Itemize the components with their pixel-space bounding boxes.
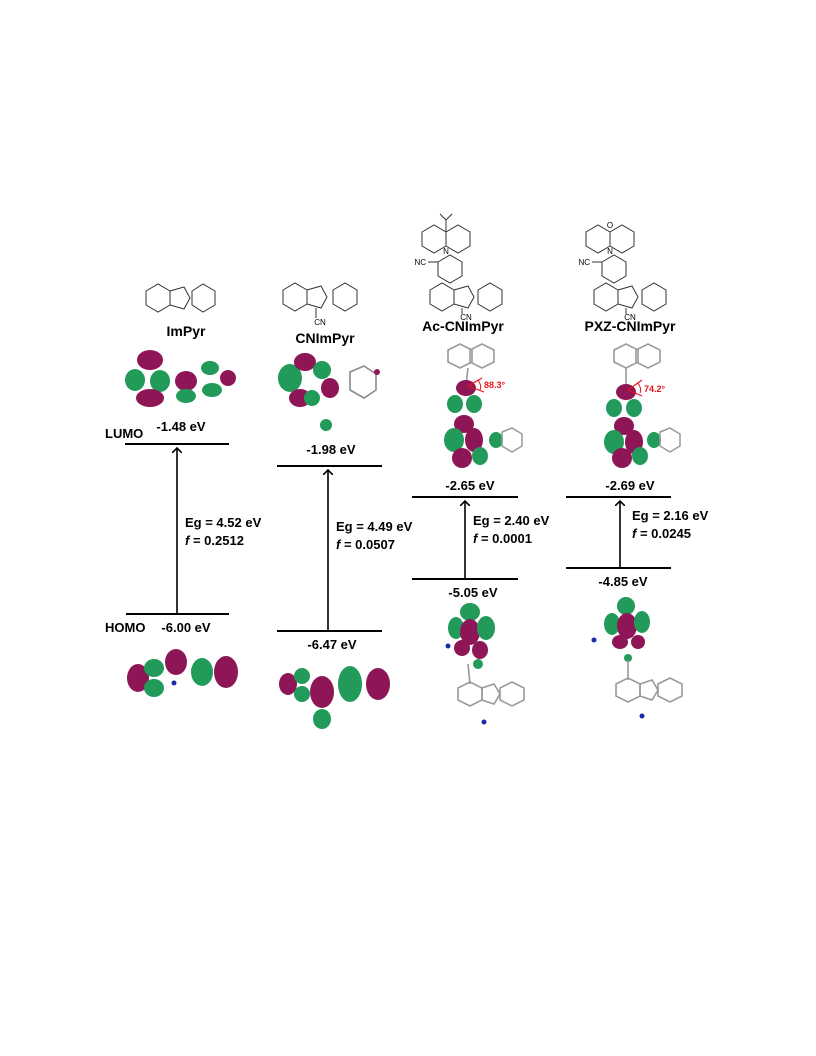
compound-name: PXZ-CNImPyr: [584, 318, 676, 334]
homo-orbital-ac-cnimpyr: [445, 603, 525, 725]
n-atom-label: N: [607, 247, 613, 256]
oscillator-strength: f = 0.0001: [473, 531, 532, 546]
lumo-label: LUMO: [105, 426, 143, 441]
nc-group-label: NC: [578, 258, 590, 267]
structure-cnimpyr: [282, 282, 358, 318]
oscillator-strength: f = 0.0507: [336, 537, 395, 552]
oscillator-strength: f = 0.2512: [185, 533, 244, 548]
compound-cnimpyr: CN CNImPyr -1.98 eV Eg = 4.49 eV f = 0.0…: [277, 282, 413, 729]
homo-label: HOMO: [105, 620, 145, 635]
band-gap: Eg = 2.16 eV: [632, 508, 709, 523]
lumo-orbital-pxz-cnimpyr: 74.2°: [604, 343, 681, 468]
compound-name: CNImPyr: [295, 330, 355, 346]
band-gap: Eg = 2.40 eV: [473, 513, 550, 528]
homo-energy: -6.00 eV: [161, 620, 210, 635]
lumo-orbital-cnimpyr: [278, 353, 380, 431]
lumo-orbital-impyr: [125, 350, 236, 407]
structure-impyr: [145, 283, 216, 313]
compound-pxz-cnimpyr: O N NC CN PXZ-CNImPyr 74.2°: [566, 221, 709, 719]
homo-energy: -6.47 eV: [307, 637, 356, 652]
homo-orbital-cnimpyr: [279, 666, 390, 729]
cn-group-label: CN: [460, 313, 472, 322]
dihedral-angle: 74.2°: [644, 384, 666, 394]
band-gap: Eg = 4.49 eV: [336, 519, 413, 534]
homo-orbital-impyr: [127, 649, 238, 697]
lumo-energy: -2.65 eV: [445, 478, 494, 493]
compound-ac-cnimpyr: N NC CN Ac-CNImPyr 88.3° -2.6: [412, 213, 550, 725]
cn-group-label: CN: [624, 313, 636, 322]
cn-group-label: CN: [314, 318, 326, 327]
lumo-energy: -1.48 eV: [156, 419, 205, 434]
homo-orbital-pxz-cnimpyr: [591, 597, 683, 719]
oscillator-strength: f = 0.0245: [632, 526, 691, 541]
band-gap: Eg = 4.52 eV: [185, 515, 262, 530]
nc-group-label: NC: [414, 258, 426, 267]
compound-impyr: ImPyr LUMO -1.48 eV Eg = 4.52 eV f = 0.2…: [105, 283, 262, 697]
dihedral-angle: 88.3°: [484, 380, 506, 390]
compound-name: ImPyr: [167, 323, 206, 339]
lumo-energy: -2.69 eV: [605, 478, 654, 493]
structure-ac-cnimpyr: [421, 213, 503, 314]
compound-name: Ac-CNImPyr: [422, 318, 504, 334]
o-atom-label: O: [607, 221, 613, 230]
homo-energy: -4.85 eV: [598, 574, 647, 589]
lumo-energy: -1.98 eV: [306, 442, 355, 457]
n-atom-label: N: [443, 247, 449, 256]
lumo-orbital-ac-cnimpyr: 88.3°: [444, 343, 523, 468]
homo-energy: -5.05 eV: [448, 585, 497, 600]
structure-pxz-cnimpyr: [585, 224, 667, 314]
